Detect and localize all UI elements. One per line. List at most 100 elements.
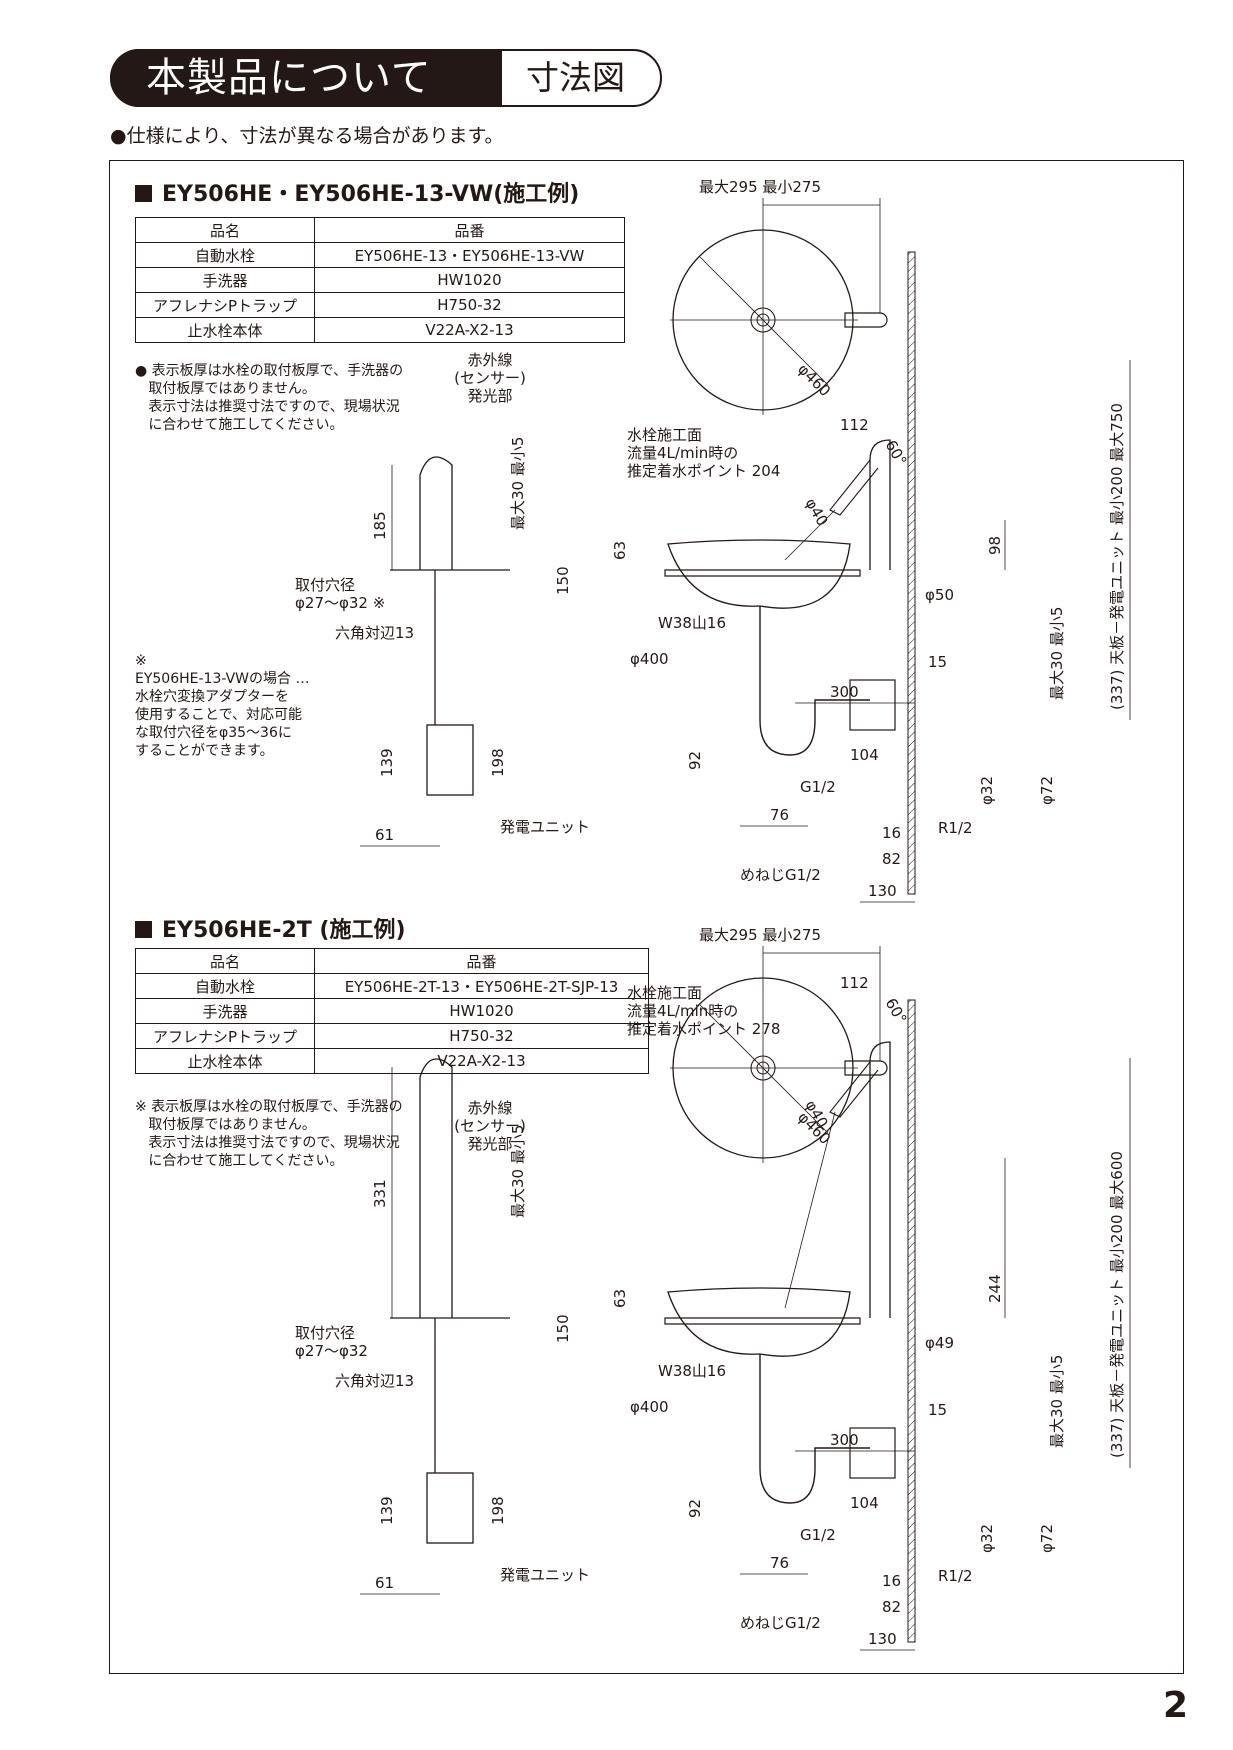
d150-label: 150 [554, 566, 572, 595]
water-stop-valve [849, 679, 896, 731]
g12-label: G1/2 [800, 1526, 836, 1544]
g12-label: G1/2 [800, 778, 836, 796]
spout-height-label: 244 [986, 1274, 1004, 1303]
basin-range-label: 最大295 最小275 [699, 926, 821, 944]
thickness-note-1: ● 表示板厚は水栓の取付板厚で、手洗器の 取付板厚ではありません。 表示寸法は推… [135, 363, 404, 433]
meneji-label: めねじG1/2 [740, 1614, 821, 1632]
d32-label: φ32 [978, 1524, 996, 1553]
p-trap [759, 1354, 870, 1504]
water-stop-valve [849, 1427, 896, 1479]
faucet-hole-label: φ50 [925, 586, 954, 604]
diameter-line [699, 1004, 829, 1134]
drawing-frame [109, 160, 1184, 1674]
r12-label: R1/2 [938, 819, 973, 837]
wall [907, 999, 916, 1643]
angle-label: 60° [882, 437, 911, 469]
unit-width-label: 61 [375, 826, 394, 844]
angle-label: 60° [882, 995, 911, 1027]
section-title-2: EY506HE-2T (施工例) [135, 912, 406, 944]
generator-unit [426, 724, 474, 796]
spout-top-view [844, 312, 888, 328]
d63-label: 63 [611, 541, 629, 560]
faucet-elevation [419, 1058, 453, 1318]
d104-label: 104 [850, 1494, 879, 1512]
page-subtitle: 寸法図 [526, 58, 625, 97]
hex-label: 六角対辺13 [335, 624, 414, 642]
water-stream-line [784, 509, 836, 561]
water-point-label: 水栓施工面流量4L/min時の推定着水ポイント 278 [627, 984, 780, 1038]
thickness-note-2: ※ 表示板厚は水栓の取付板厚で、手洗器の 取付板厚ではありません。 表示寸法は推… [135, 1099, 403, 1169]
adapter-note: ※ EY506HE-13-VWの場合 … 水栓穴変換アダプターを 使用することで… [135, 653, 310, 759]
square-bullet-icon [135, 185, 152, 202]
p-trap [759, 606, 870, 756]
meneji-label: めねじG1/2 [740, 866, 821, 884]
counter-top [664, 569, 861, 577]
d130-label: 130 [868, 1630, 897, 1648]
spout-height-label: 98 [986, 536, 1004, 555]
w38-label: W38山16 [658, 1362, 726, 1380]
generator-unit [426, 1472, 474, 1544]
generator-label: 発電ユニット [500, 1566, 590, 1584]
faucet-elevation [419, 456, 453, 570]
d32-label: φ32 [978, 776, 996, 805]
faucet-side-view [869, 439, 891, 570]
d104-label: 104 [850, 746, 879, 764]
d63-label: 63 [611, 1289, 629, 1308]
unit-width-label: 61 [375, 1574, 394, 1592]
d300-label: 300 [830, 683, 859, 701]
r12-label: R1/2 [938, 1567, 973, 1585]
w38-label: W38山16 [658, 614, 726, 632]
hex-label: 六角対辺13 [335, 1372, 414, 1390]
page-number: 2 [1163, 1685, 1189, 1726]
wall [907, 251, 916, 895]
basin-side-view [667, 539, 851, 609]
d15-label: 15 [928, 1401, 947, 1419]
sensor-label: 赤外線(センサー)発光部 [454, 351, 526, 405]
spout-side-view [829, 459, 879, 516]
spout-top-view [844, 1060, 888, 1076]
faucet-height-label: 185 [371, 511, 389, 540]
d16-label: 16 [882, 1572, 901, 1590]
diameter-line [699, 256, 829, 386]
d40-label: φ40 [802, 495, 832, 529]
sensor-label: 赤外線(センサー)発光部 [454, 1099, 526, 1153]
d150-label: 150 [554, 1314, 572, 1343]
unit-139-label: 139 [378, 748, 396, 777]
unit-139-label: 139 [378, 1496, 396, 1525]
side-range-label: (337) 天板－発電ユニット 最小200 最大600 [1108, 1151, 1126, 1458]
faucet-height-label: 331 [371, 1179, 389, 1208]
d72-label: φ72 [1038, 1524, 1056, 1553]
d76-label: 76 [770, 806, 789, 824]
d92-label: 92 [686, 1499, 704, 1518]
counter-top [664, 1317, 861, 1325]
side-thickness-label: 最大30 最小5 [1048, 1355, 1066, 1448]
intro-note: ●仕様により、寸法が異なる場合があります。 [110, 125, 504, 147]
page-title: 本製品について [110, 49, 502, 107]
d130-label: 130 [868, 882, 897, 900]
d72-label: φ72 [1038, 776, 1056, 805]
d112-label: 112 [840, 416, 869, 434]
section-title-1: EY506HE・EY506HE-13-VW(施工例) [135, 176, 579, 208]
spout-side-view [829, 1061, 879, 1118]
faucet-side-view [869, 1041, 891, 1318]
side-range-label: (337) 天板－発電ユニット 最小200 最大750 [1108, 403, 1126, 710]
faucet-thickness-label: 最大30 最小5 [509, 437, 527, 530]
d300-label: 300 [830, 1431, 859, 1449]
d16-label: 16 [882, 824, 901, 842]
d82-label: 82 [882, 850, 901, 868]
d15-label: 15 [928, 653, 947, 671]
side-thickness-label: 最大30 最小5 [1048, 607, 1066, 700]
table-row: 品名品番 [135, 948, 649, 974]
page-header: 本製品について 寸法図 [110, 49, 662, 109]
